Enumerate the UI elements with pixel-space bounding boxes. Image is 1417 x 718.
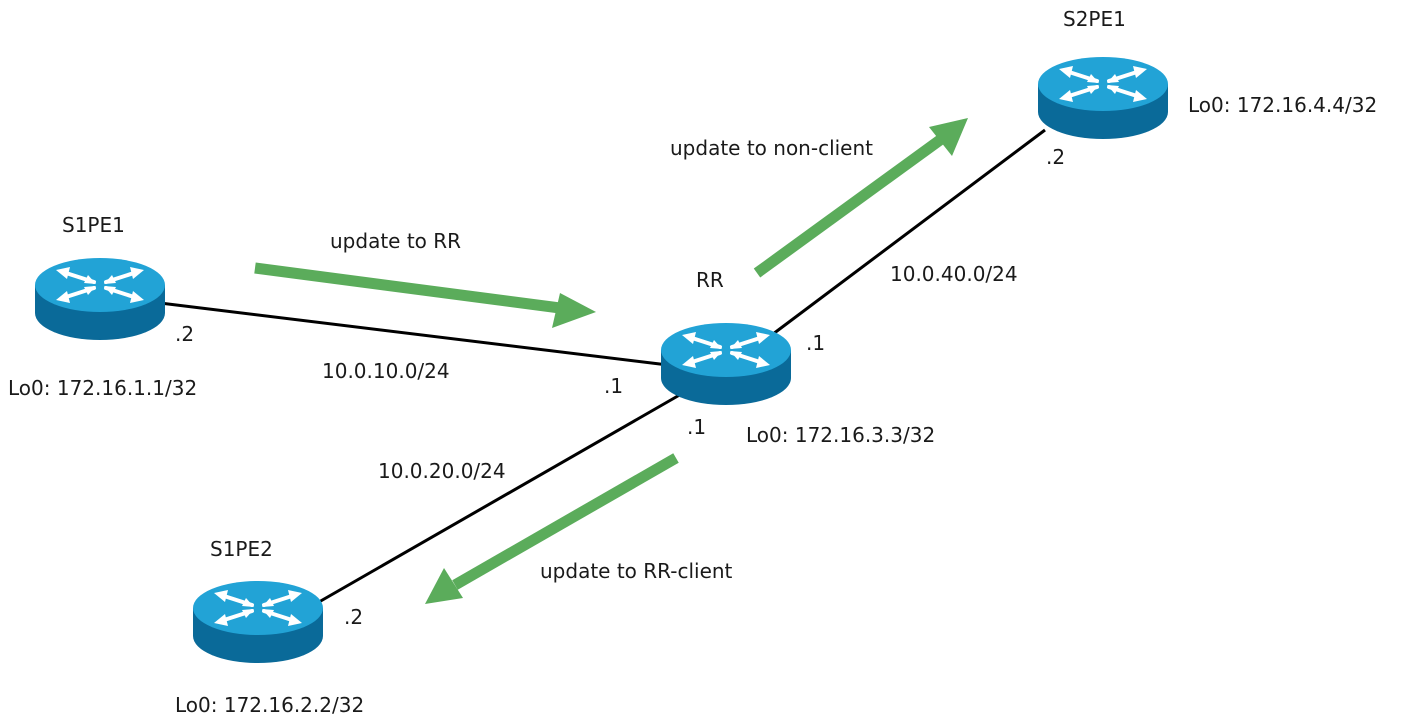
loopback-s1pe1: Lo0: 172.16.1.1/32 <box>8 376 197 400</box>
router-name-s1pe1: S1PE1 <box>62 213 125 237</box>
loopback-s2pe1: Lo0: 172.16.4.4/32 <box>1188 93 1377 117</box>
router-name-rr: RR <box>696 268 724 292</box>
router-s1pe2 <box>191 579 325 665</box>
subnet-rr-s2pe1: 10.0.40.0/24 <box>890 262 1018 286</box>
loopback-s1pe2: Lo0: 172.16.2.2/32 <box>175 693 364 717</box>
label-update-to-rr-client: update to RR-client <box>540 559 733 583</box>
router-icon <box>191 579 325 665</box>
host-s2pe1: .2 <box>1046 145 1065 169</box>
label-update-to-rr: update to RR <box>330 229 461 253</box>
loopback-rr: Lo0: 172.16.3.3/32 <box>746 423 935 447</box>
arrow-to-rr-client <box>425 453 679 604</box>
router-icon <box>33 256 167 342</box>
router-rr <box>659 321 793 407</box>
subnet-rr-s1pe2: 10.0.20.0/24 <box>378 459 506 483</box>
update-arrows <box>254 118 968 604</box>
router-icon <box>1036 55 1170 141</box>
label-update-to-non-client: update to non-client <box>670 136 873 160</box>
arrow-to-non-client <box>753 118 968 278</box>
router-s2pe1 <box>1036 55 1170 141</box>
host-s1pe1: .2 <box>175 322 194 346</box>
link-rr-s1pe2 <box>304 391 684 612</box>
host-rr-s1pe2: .1 <box>687 415 706 439</box>
links <box>159 128 1046 612</box>
host-rr-s2pe1: .1 <box>806 331 825 355</box>
router-s1pe1 <box>33 256 167 342</box>
arrow-to-rr <box>254 262 596 328</box>
subnet-rr-s1pe1: 10.0.10.0/24 <box>322 359 450 383</box>
router-icon <box>659 321 793 407</box>
router-name-s1pe2: S1PE2 <box>210 537 273 561</box>
link-rr-s2pe1 <box>764 128 1046 342</box>
host-s1pe2: .2 <box>344 605 363 629</box>
router-name-s2pe1: S2PE1 <box>1063 7 1126 31</box>
link-rr-s1pe1 <box>159 301 669 367</box>
host-rr-s1pe1: .1 <box>604 374 623 398</box>
